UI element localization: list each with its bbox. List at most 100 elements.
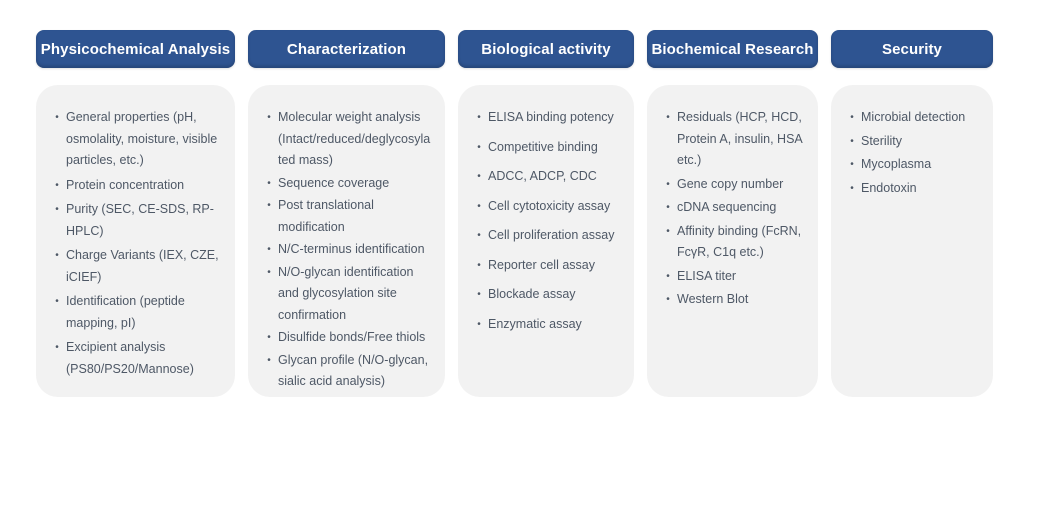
list-item: •Post translational modification: [260, 195, 432, 238]
bullet-dot-icon: •: [666, 270, 670, 282]
list-item: •Endotoxin: [843, 178, 980, 200]
item-list: • General properties (pH, osmolality, moi…: [48, 107, 222, 380]
bullet-dot-icon: •: [267, 266, 271, 278]
bullet-dot-icon: •: [850, 112, 854, 123]
list-item: •Charge Variants (IEX, CZE, iCIEF): [48, 245, 222, 288]
list-item: • Competitive binding: [470, 137, 621, 159]
bullet-dot-icon: •: [267, 177, 271, 189]
item-label: N/C-terminus identification: [278, 242, 425, 256]
category-body: • ELISA binding potency • Competitive bindi…: [458, 85, 634, 397]
category-title: Biological activity: [481, 40, 611, 58]
item-label: Blockade assay: [488, 287, 576, 301]
list-item: • Sequence coverage: [260, 173, 432, 195]
bullet-dot-icon: •: [55, 250, 59, 261]
list-item: • Affinity binding (FcRN, FcγR, C1q etc.): [659, 221, 805, 264]
bullet-dot-icon: •: [267, 200, 271, 211]
bullet-dot-icon: •: [267, 354, 271, 366]
item-label: Cell proliferation assay: [488, 228, 615, 242]
item-label: Purity (SEC, CE-SDS, RP-HPLC): [66, 202, 214, 238]
category-title: Physicochemical Analysis: [40, 40, 231, 58]
category-header: Biological activity: [458, 30, 634, 68]
list-item: •Enzymatic assay: [470, 314, 621, 336]
item-label: ELISA binding potency: [488, 110, 614, 124]
category-column-4: Biochemical Research •Residuals (HCP, HC…: [647, 30, 818, 397]
bullet-dot-icon: •: [477, 200, 481, 212]
list-item: •Purity (SEC, CE-SDS, RP-HPLC): [48, 199, 222, 242]
list-item: • Disulfide bonds/Free thiols: [260, 327, 432, 349]
item-label: N/O-glycan identification and glycosylat…: [278, 264, 414, 322]
bullet-dot-icon: •: [55, 112, 59, 123]
item-label: General properties (pH, osmolality, mois…: [66, 110, 218, 167]
list-item: • N/C-terminus identification: [260, 239, 432, 261]
list-item: • Gene copy number: [659, 174, 805, 196]
category-header: Physicochemical Analysis: [36, 30, 235, 68]
bullet-dot-icon: •: [267, 112, 271, 123]
category-body: •Microbial detection•Sterility•Mycoplasm…: [831, 85, 993, 397]
list-item: • Mycoplasma: [843, 154, 980, 176]
item-label: Western Blot: [677, 292, 749, 306]
bullet-dot-icon: •: [267, 332, 271, 343]
bullet-dot-icon: •: [666, 225, 670, 237]
category-column-1: Physicochemical Analysis • General proper…: [36, 30, 235, 397]
bullet-dot-icon: •: [477, 259, 481, 271]
list-item: • Reporter cell assay: [470, 255, 621, 277]
bullet-dot-icon: •: [477, 112, 481, 123]
category-title: Security: [882, 40, 942, 58]
bullet-dot-icon: •: [55, 296, 59, 307]
category-header: Characterization: [248, 30, 445, 68]
list-item: • ELISA titer: [659, 266, 805, 288]
item-label: cDNA sequencing: [677, 200, 777, 214]
bullet-dot-icon: •: [477, 141, 481, 153]
category-body: • General properties (pH, osmolality, moi…: [36, 85, 235, 397]
bullet-dot-icon: •: [850, 182, 854, 194]
item-label: Glycan profile (N/O-glycan, sialic acid …: [278, 352, 429, 389]
item-list: • ELISA binding potency • Competitive bindi…: [470, 107, 621, 335]
list-item: •ADCC, ADCP, CDC: [470, 166, 621, 188]
item-label: Disulfide bonds/Free thiols: [278, 330, 426, 344]
item-label: Competitive binding: [488, 139, 598, 154]
bullet-dot-icon: •: [666, 178, 670, 190]
list-item: • cDNA sequencing: [659, 197, 805, 219]
bullet-dot-icon: •: [666, 294, 670, 305]
bullet-dot-icon: •: [666, 202, 670, 213]
bullet-dot-icon: •: [477, 230, 481, 241]
item-list: •Residuals (HCP, HCD, Protein A, insulin…: [659, 107, 805, 311]
list-item: • ELISA binding potency: [470, 107, 621, 129]
list-item: • Blockade assay: [470, 284, 621, 306]
bullet-dot-icon: •: [850, 159, 854, 170]
list-item: •Residuals (HCP, HCD, Protein A, insulin…: [659, 107, 805, 172]
bullet-dot-icon: •: [55, 179, 59, 191]
item-label: ELISA titer: [677, 268, 737, 283]
item-label: Gene copy number: [677, 176, 784, 191]
category-column-3: Biological activity • ELISA binding poten…: [458, 30, 634, 397]
list-item: • Protein concentration: [48, 175, 222, 197]
bullet-dot-icon: •: [55, 342, 59, 353]
category-header: Biochemical Research: [647, 30, 818, 68]
item-label: Affinity binding (FcRN, FcγR, C1q etc.): [677, 223, 802, 260]
list-item: • Western Blot: [659, 289, 805, 311]
list-item: •Excipient analysis (PS80/PS20/Mannose): [48, 337, 222, 380]
category-title: Characterization: [286, 40, 407, 58]
list-item: • General properties (pH, osmolality, moi…: [48, 107, 222, 172]
item-label: Reporter cell assay: [488, 257, 595, 272]
bullet-dot-icon: •: [267, 244, 271, 255]
bullet-dot-icon: •: [850, 135, 854, 147]
bullet-dot-icon: •: [477, 171, 481, 182]
item-list: • Molecular weight analysis (Intact/reduc…: [260, 107, 432, 393]
item-label: Protein concentration: [66, 177, 185, 192]
list-item: • Cell cytotoxicity assay: [470, 196, 621, 218]
item-label: Sequence coverage: [278, 175, 390, 190]
item-label: Molecular weight analysis (Intact/reduce…: [278, 110, 431, 167]
list-item: •Identification (peptide mapping, pI): [48, 291, 222, 334]
category-title: Biochemical Research: [651, 40, 814, 58]
category-body: • Molecular weight analysis (Intact/reduc…: [248, 85, 445, 397]
bullet-dot-icon: •: [477, 289, 481, 300]
item-label: Cell cytotoxicity assay: [488, 198, 611, 213]
list-item: • N/O-glycan identification and glycosyla…: [260, 262, 432, 327]
list-item: •Sterility: [843, 131, 980, 153]
list-item: • Molecular weight analysis (Intact/reduc…: [260, 107, 432, 172]
list-item: •Microbial detection: [843, 107, 980, 129]
item-label: Mycoplasma: [861, 157, 932, 171]
category-column-2: Characterization • Molecular weight analy…: [248, 30, 445, 397]
